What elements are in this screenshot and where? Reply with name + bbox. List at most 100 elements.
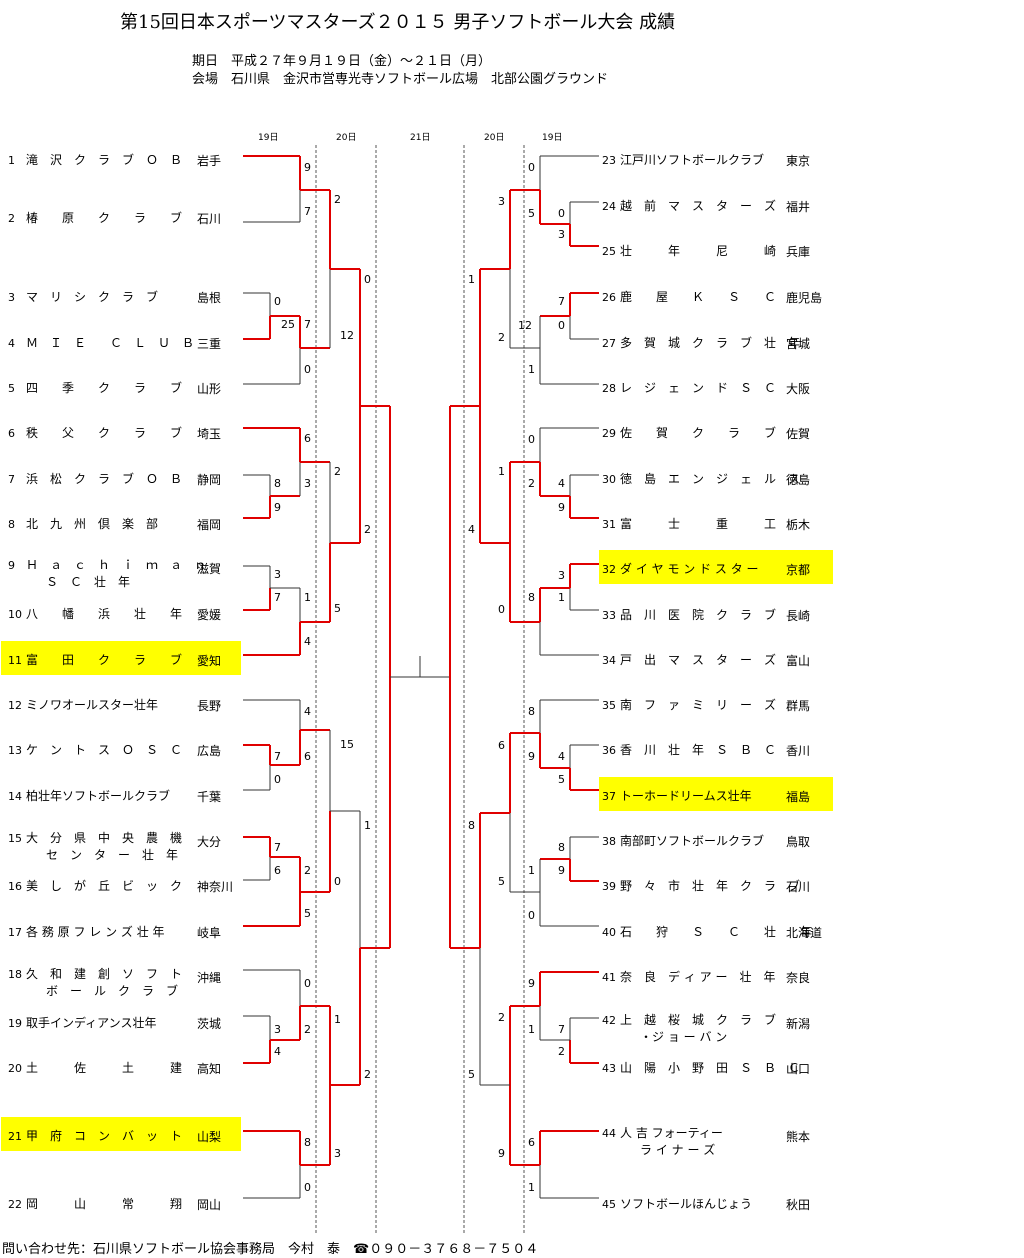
team-number: 38 (602, 835, 616, 848)
team-prefecture: 鳥取 (786, 835, 811, 849)
team-name: 土 佐 土 建 (26, 1061, 183, 1075)
team-name: マ リ シ ク ラ ブ (26, 290, 159, 304)
team-name: 野 々 市 壮 年 ク ラ ブ (620, 879, 801, 893)
team-prefecture: 三重 (197, 337, 222, 351)
match-score: 1 (528, 1023, 535, 1036)
team-name: 各 務 原 フ レ ン ズ 壮 年 (26, 925, 165, 939)
team-prefecture: 熊本 (786, 1130, 811, 1144)
team-number: 22 (8, 1198, 22, 1211)
match-score: 0 (558, 207, 565, 220)
match-score: 4 (304, 635, 311, 648)
match-score: 1 (528, 1181, 535, 1194)
team-prefecture: 兵庫 (786, 245, 811, 259)
team-prefecture: 福島 (786, 790, 811, 804)
match-score: 4 (558, 750, 565, 763)
match-score: 1 (304, 591, 311, 604)
match-score: 9 (304, 161, 311, 174)
team-name: 越 前 マ ス タ ー ズ (620, 199, 777, 213)
match-score: 2 (364, 1068, 371, 1081)
team-name: 秩 父 ク ラ ブ (26, 426, 183, 440)
team-number: 9 (8, 559, 15, 572)
match-score: 2 (498, 1011, 505, 1024)
match-score: 6 (528, 1136, 535, 1149)
team-number: 20 (8, 1062, 22, 1075)
team-name: ダ イ ヤ モ ン ド ス タ ー (620, 562, 759, 576)
team-prefecture: 福岡 (197, 518, 222, 532)
highlight-box (599, 777, 833, 811)
match-score: 25 (281, 318, 295, 331)
match-score: 9 (498, 1147, 505, 1160)
match-score: 0 (304, 363, 311, 376)
team-number: 25 (602, 245, 616, 258)
match-score: 0 (558, 319, 565, 332)
event-date: 期日 平成２７年９月１９日（金）～２１日（月） (192, 54, 492, 69)
team-prefecture: 愛知 (197, 654, 222, 668)
match-score: 6 (498, 739, 505, 752)
match-score: 1 (558, 591, 565, 604)
team-name: Ｈ ａ ｃ ｈ ｉ ｍ ａ ｎ (26, 558, 207, 572)
match-score: 8 (528, 705, 535, 718)
match-score: 2 (364, 523, 371, 536)
match-score: 0 (528, 909, 535, 922)
team-number: 30 (602, 473, 616, 486)
match-score: 9 (558, 501, 565, 514)
match-score: 8 (528, 591, 535, 604)
team-number: 33 (602, 609, 616, 622)
match-score: 6 (304, 750, 311, 763)
team-name: 壮 年 尼 崎 (620, 244, 777, 258)
team-prefecture: 滋賀 (197, 562, 222, 576)
match-score: 1 (528, 363, 535, 376)
team-number: 28 (602, 382, 616, 395)
team-prefecture: 山形 (197, 382, 222, 396)
match-score: 3 (304, 477, 311, 490)
team-name: 八 幡 浜 壮 年 (26, 607, 183, 621)
team-prefecture: 栃木 (786, 518, 811, 532)
match-score: 12 (518, 319, 532, 332)
match-score: 3 (334, 1147, 341, 1160)
team-number: 31 (602, 518, 616, 531)
match-score: 9 (528, 750, 535, 763)
match-score: 2 (528, 477, 535, 490)
match-score: 0 (364, 273, 371, 286)
match-score: 5 (334, 602, 341, 615)
match-score: 1 (364, 819, 371, 832)
match-score: 3 (498, 195, 505, 208)
match-score: 3 (274, 568, 281, 581)
match-score: 12 (340, 329, 354, 342)
team-number: 34 (602, 654, 616, 667)
match-score: 2 (304, 864, 311, 877)
team-name: 佐 賀 ク ラ ブ (620, 426, 777, 440)
team-number: 21 (8, 1130, 22, 1143)
team-number: 1 (8, 154, 15, 167)
team-name-line2: ラ イ ナ ー ズ (640, 1143, 716, 1157)
team-number: 16 (8, 880, 22, 893)
match-score: 6 (274, 864, 281, 877)
team-number: 12 (8, 699, 22, 712)
day-header-center-21: 21日 (410, 133, 431, 143)
team-name: 山 陽 小 野 田 Ｓ Ｂ Ｃ (620, 1061, 801, 1075)
team-number: 40 (602, 926, 616, 939)
team-prefecture: 静岡 (197, 473, 222, 487)
team-prefecture: 奈良 (786, 971, 811, 985)
team-name: 大 分 県 中 央 農 機 (26, 831, 183, 845)
team-name: ソフトボールほんじょう (620, 1197, 753, 1211)
team-prefecture: 長野 (197, 699, 222, 713)
team-number: 36 (602, 744, 616, 757)
event-venue: 会場 石川県 金沢市営専光寺ソフトボール広場 北部公園グラウンド (192, 72, 609, 87)
